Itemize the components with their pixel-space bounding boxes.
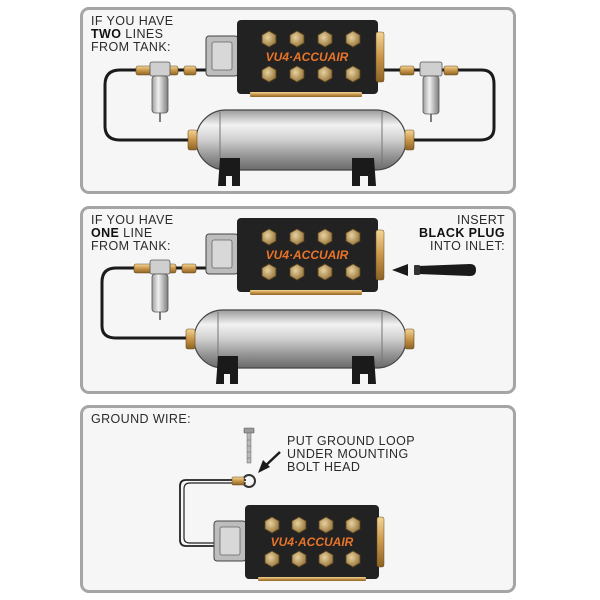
air-hose-single (100, 266, 236, 340)
water-trap-filter (133, 259, 197, 320)
manifold-ports-top (264, 516, 361, 534)
manifold-ports-bottom (264, 550, 361, 568)
one-bold-text: ONE (91, 226, 120, 240)
one-line3-text: FROM TANK: (91, 239, 171, 253)
manifold-brand-label: VU4·ACCUAIR (266, 248, 349, 262)
vu4-manifold: VU4·ACCUAIR (213, 505, 385, 581)
arrow-pointer-icon (258, 451, 281, 473)
ground-note-line1: PUT GROUND LOOP (287, 434, 416, 448)
insert-line1-text: INSERT (456, 213, 505, 227)
air-hose-right (378, 68, 496, 142)
black-plug-text: BLACK PLUG (419, 226, 505, 240)
two-line1-text: IF YOU HAVE (91, 14, 174, 28)
ground-wire-title: GROUND WIRE: (91, 412, 191, 426)
mounting-bolt-icon (243, 427, 255, 464)
manifold-ports-top (261, 30, 361, 48)
insert-line3-text: INTO INLET: (429, 239, 505, 253)
two-bold-text: TWO (91, 27, 122, 41)
ground-note-line3: BOLT HEAD (287, 460, 361, 474)
manifold-ports-top (261, 228, 361, 246)
two-line3-text: FROM TANK: (91, 40, 171, 54)
one-line1-text: IF YOU HAVE (91, 213, 174, 227)
one-line2-rest-text: LINE (119, 226, 153, 240)
ground-note-line2: UNDER MOUNTING (287, 447, 409, 461)
air-tank (187, 109, 415, 186)
water-trap-filter-left (135, 61, 197, 122)
panel-two-text: IF YOU HAVE TWO LINES FROM TANK: (91, 15, 173, 54)
manifold-ports-bottom (261, 263, 361, 281)
vu4-manifold: VU4·ACCUAIR (205, 20, 385, 97)
ground-note-text: PUT GROUND LOOP UNDER MOUNTING BOLT HEAD (287, 435, 415, 474)
vu4-manifold: VU4·ACCUAIR (205, 218, 385, 295)
two-line2-rest-text: LINES (121, 27, 164, 41)
panel-one-text: IF YOU HAVE ONE LINE FROM TANK: (91, 214, 173, 253)
air-tank (185, 309, 415, 384)
insert-plug-text: INSERT BLACK PLUG INTO INLET: (419, 214, 505, 253)
ground-wire (179, 474, 256, 547)
manifold-ports-bottom (261, 65, 361, 83)
manifold-brand-label: VU4·ACCUAIR (266, 50, 349, 64)
water-trap-filter-right (399, 61, 459, 122)
manifold-brand-label: VU4·ACCUAIR (271, 535, 354, 549)
black-plug-icon (414, 264, 476, 276)
arrow-left-icon (392, 264, 408, 276)
air-hose-left (103, 68, 236, 142)
